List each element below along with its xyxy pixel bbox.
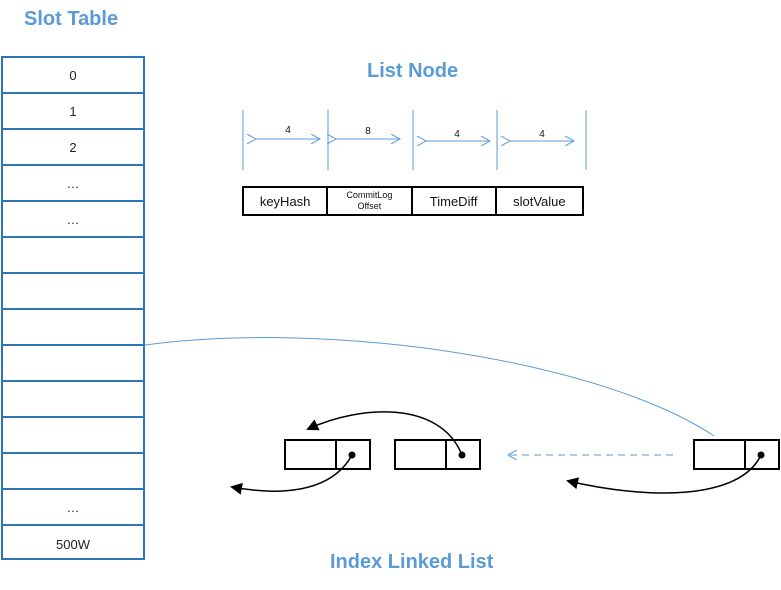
commitlog-size-label: 8 bbox=[365, 126, 371, 137]
slot-row-empty bbox=[3, 454, 143, 490]
slot-row-0: 0 bbox=[3, 58, 143, 94]
field-keyhash: keyHash bbox=[244, 188, 329, 214]
field-size-dimensions bbox=[242, 110, 587, 170]
field-slotvalue: slotValue bbox=[513, 193, 566, 209]
field-commitlog-offset-line2: Offset bbox=[357, 201, 382, 211]
field-commitlog-offset: CommitLog Offset bbox=[328, 188, 413, 214]
linked-node-3-body bbox=[693, 439, 780, 470]
field-timediff: TimeDiff bbox=[413, 188, 497, 214]
slot-table-title: Slot Table bbox=[24, 8, 119, 30]
slotvalue-size-label: 4 bbox=[539, 129, 545, 140]
slot-row-empty bbox=[3, 310, 143, 346]
slot-table: 0 1 2 … … … 500W bbox=[1, 56, 145, 560]
slot-row-linked bbox=[3, 346, 143, 382]
slot-row-empty bbox=[3, 238, 143, 274]
linked-node-1 bbox=[284, 439, 371, 470]
slot-row-ellipsis-3: … bbox=[3, 490, 143, 526]
list-node-structure: keyHash CommitLog Offset TimeDiff slotVa… bbox=[242, 186, 584, 216]
slot-row-empty bbox=[3, 274, 143, 310]
field-commitlog-offset-line1: CommitLog bbox=[346, 190, 393, 200]
linked-node-2 bbox=[394, 439, 481, 470]
linked-node-3 bbox=[693, 439, 780, 470]
slot-to-node-connector bbox=[144, 337, 715, 437]
slot-row-ellipsis-2: … bbox=[3, 202, 143, 238]
index-linked-list-title: Index Linked List bbox=[330, 551, 494, 573]
slot-row-empty bbox=[3, 382, 143, 418]
slot-row-ellipsis-1: … bbox=[3, 166, 143, 202]
linked-node-1-body bbox=[284, 439, 371, 470]
slot-row-empty bbox=[3, 418, 143, 454]
node-1-next-pointer bbox=[230, 454, 353, 495]
keyhash-size-label: 4 bbox=[285, 125, 291, 136]
timediff-size-label: 4 bbox=[454, 129, 460, 140]
list-node-title: List Node bbox=[367, 60, 459, 82]
node-2-next-pointer bbox=[306, 411, 463, 456]
slot-row-last: 500W bbox=[56, 536, 90, 552]
node-3-next-pointer bbox=[566, 454, 762, 494]
linked-node-2-body bbox=[394, 439, 481, 470]
slot-row-2: 2 bbox=[3, 130, 143, 166]
slot-row-1: 1 bbox=[3, 94, 143, 130]
